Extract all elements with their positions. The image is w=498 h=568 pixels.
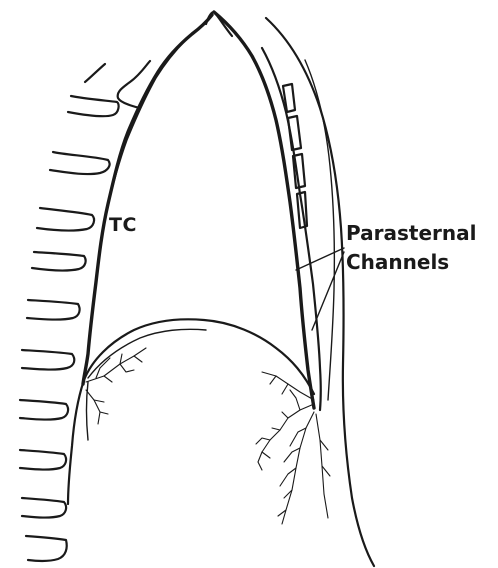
parasternal-label-line2: Channels [346,248,476,277]
parasternal-label-line1: Parasternal [346,219,476,248]
rib-1 [118,61,150,108]
rib-1-lower [85,64,105,82]
diaphragm-dome [84,319,314,394]
rib-2 [68,96,119,116]
tc-label: TC [109,214,137,236]
rib-7 [22,350,74,370]
sternal-segment-2 [288,116,301,150]
thoracic-channel-left-bead [87,17,210,362]
parasternal-channels-label: Parasternal Channels [346,219,476,277]
leader-line-lower [312,252,344,330]
rib-3 [50,152,110,174]
leader-line-upper [296,248,344,270]
left-lower-channel [68,380,84,504]
rib-8 [20,400,68,420]
rib-4 [37,208,94,231]
rib-6 [27,300,80,320]
sternum-segments [283,84,307,228]
rib-5 [32,252,86,271]
rib-10 [22,498,66,518]
right-branching-vessels [256,372,330,524]
rib-series [20,61,150,561]
rib-9 [20,450,66,470]
rib-11 [26,536,67,561]
diaphragm-dome-inner [88,329,206,378]
